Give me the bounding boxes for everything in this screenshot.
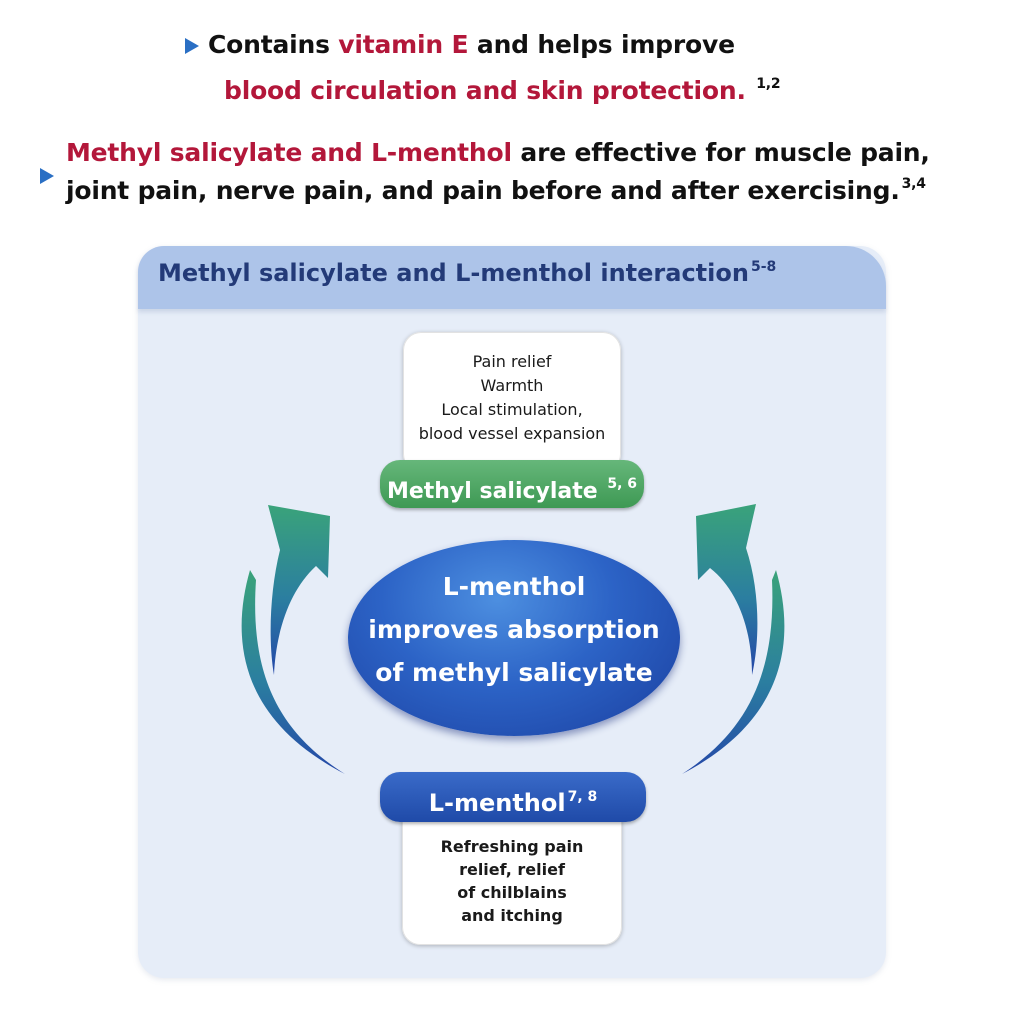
effect-line: relief, relief [459, 860, 565, 879]
panel-header [138, 246, 886, 309]
triangle-bullet-icon [185, 38, 199, 54]
text-segment: joint pain, nerve pain, and pain before … [66, 176, 900, 205]
arrow-head-body [268, 505, 330, 675]
methyl-salicylate-effects-card: Pain relief Warmth Local stimulation, bl… [403, 332, 621, 472]
arrow-head-body [696, 504, 758, 675]
l-menthol-effects-card: Refreshing pain relief, relief of chilbl… [402, 805, 622, 945]
panel-title: Methyl salicylate and L-menthol interact… [158, 259, 776, 287]
effect-line: Warmth [480, 376, 544, 395]
reference-superscript: 5, 6 [607, 476, 638, 492]
curved-arrow-left-icon [241, 505, 345, 774]
center-line: of methyl salicylate [375, 658, 653, 687]
effect-line: Pain relief [472, 352, 552, 371]
absorption-ellipse: L-menthol improves absorption of methyl … [348, 540, 680, 736]
bullet-2-line-1: Methyl salicylate and L-menthol are effe… [66, 138, 930, 167]
effect-line: and itching [461, 906, 563, 925]
text-segment: are effective for muscle pain, [511, 138, 930, 167]
reference-superscript: 1,2 [756, 76, 781, 92]
effect-line: blood vessel expansion [418, 424, 606, 443]
arrow-tail [241, 570, 345, 774]
effect-line: Refreshing pain [440, 837, 584, 856]
curved-arrow-right-icon [682, 504, 785, 774]
center-line: L-menthol [442, 572, 586, 601]
pill-text: L-menthol [428, 789, 566, 817]
bullet-2-line-2: joint pain, nerve pain, and pain before … [66, 176, 926, 205]
reference-superscript: 3,4 [901, 176, 926, 192]
center-line: improves absorption [368, 615, 660, 644]
highlight-ingredients: Methyl salicylate and L-menthol [66, 138, 512, 167]
effect-line: of chilblains [457, 883, 567, 902]
effect-line: Local stimulation, [441, 400, 583, 419]
bullet-1-line-2: blood circulation and skin protection. 1… [224, 76, 781, 105]
reference-superscript: 7, 8 [567, 789, 598, 805]
arrow-tail [682, 570, 785, 774]
text-segment: and helps improve [468, 30, 735, 59]
highlight-text: blood circulation and skin protection. [224, 76, 746, 105]
panel-title-text: Methyl salicylate and L-menthol interact… [158, 259, 749, 287]
reference-superscript: 5-8 [750, 259, 777, 275]
highlight-vitamin-e: vitamin E [338, 30, 469, 59]
methyl-salicylate-label: Methyl salicylate 5, 6 [380, 460, 644, 508]
bullet-1-line-1: Contains vitamin E and helps improve [208, 30, 735, 59]
pill-text: Methyl salicylate [386, 479, 598, 504]
text-segment: Contains [208, 30, 339, 59]
triangle-bullet-icon [40, 168, 54, 184]
